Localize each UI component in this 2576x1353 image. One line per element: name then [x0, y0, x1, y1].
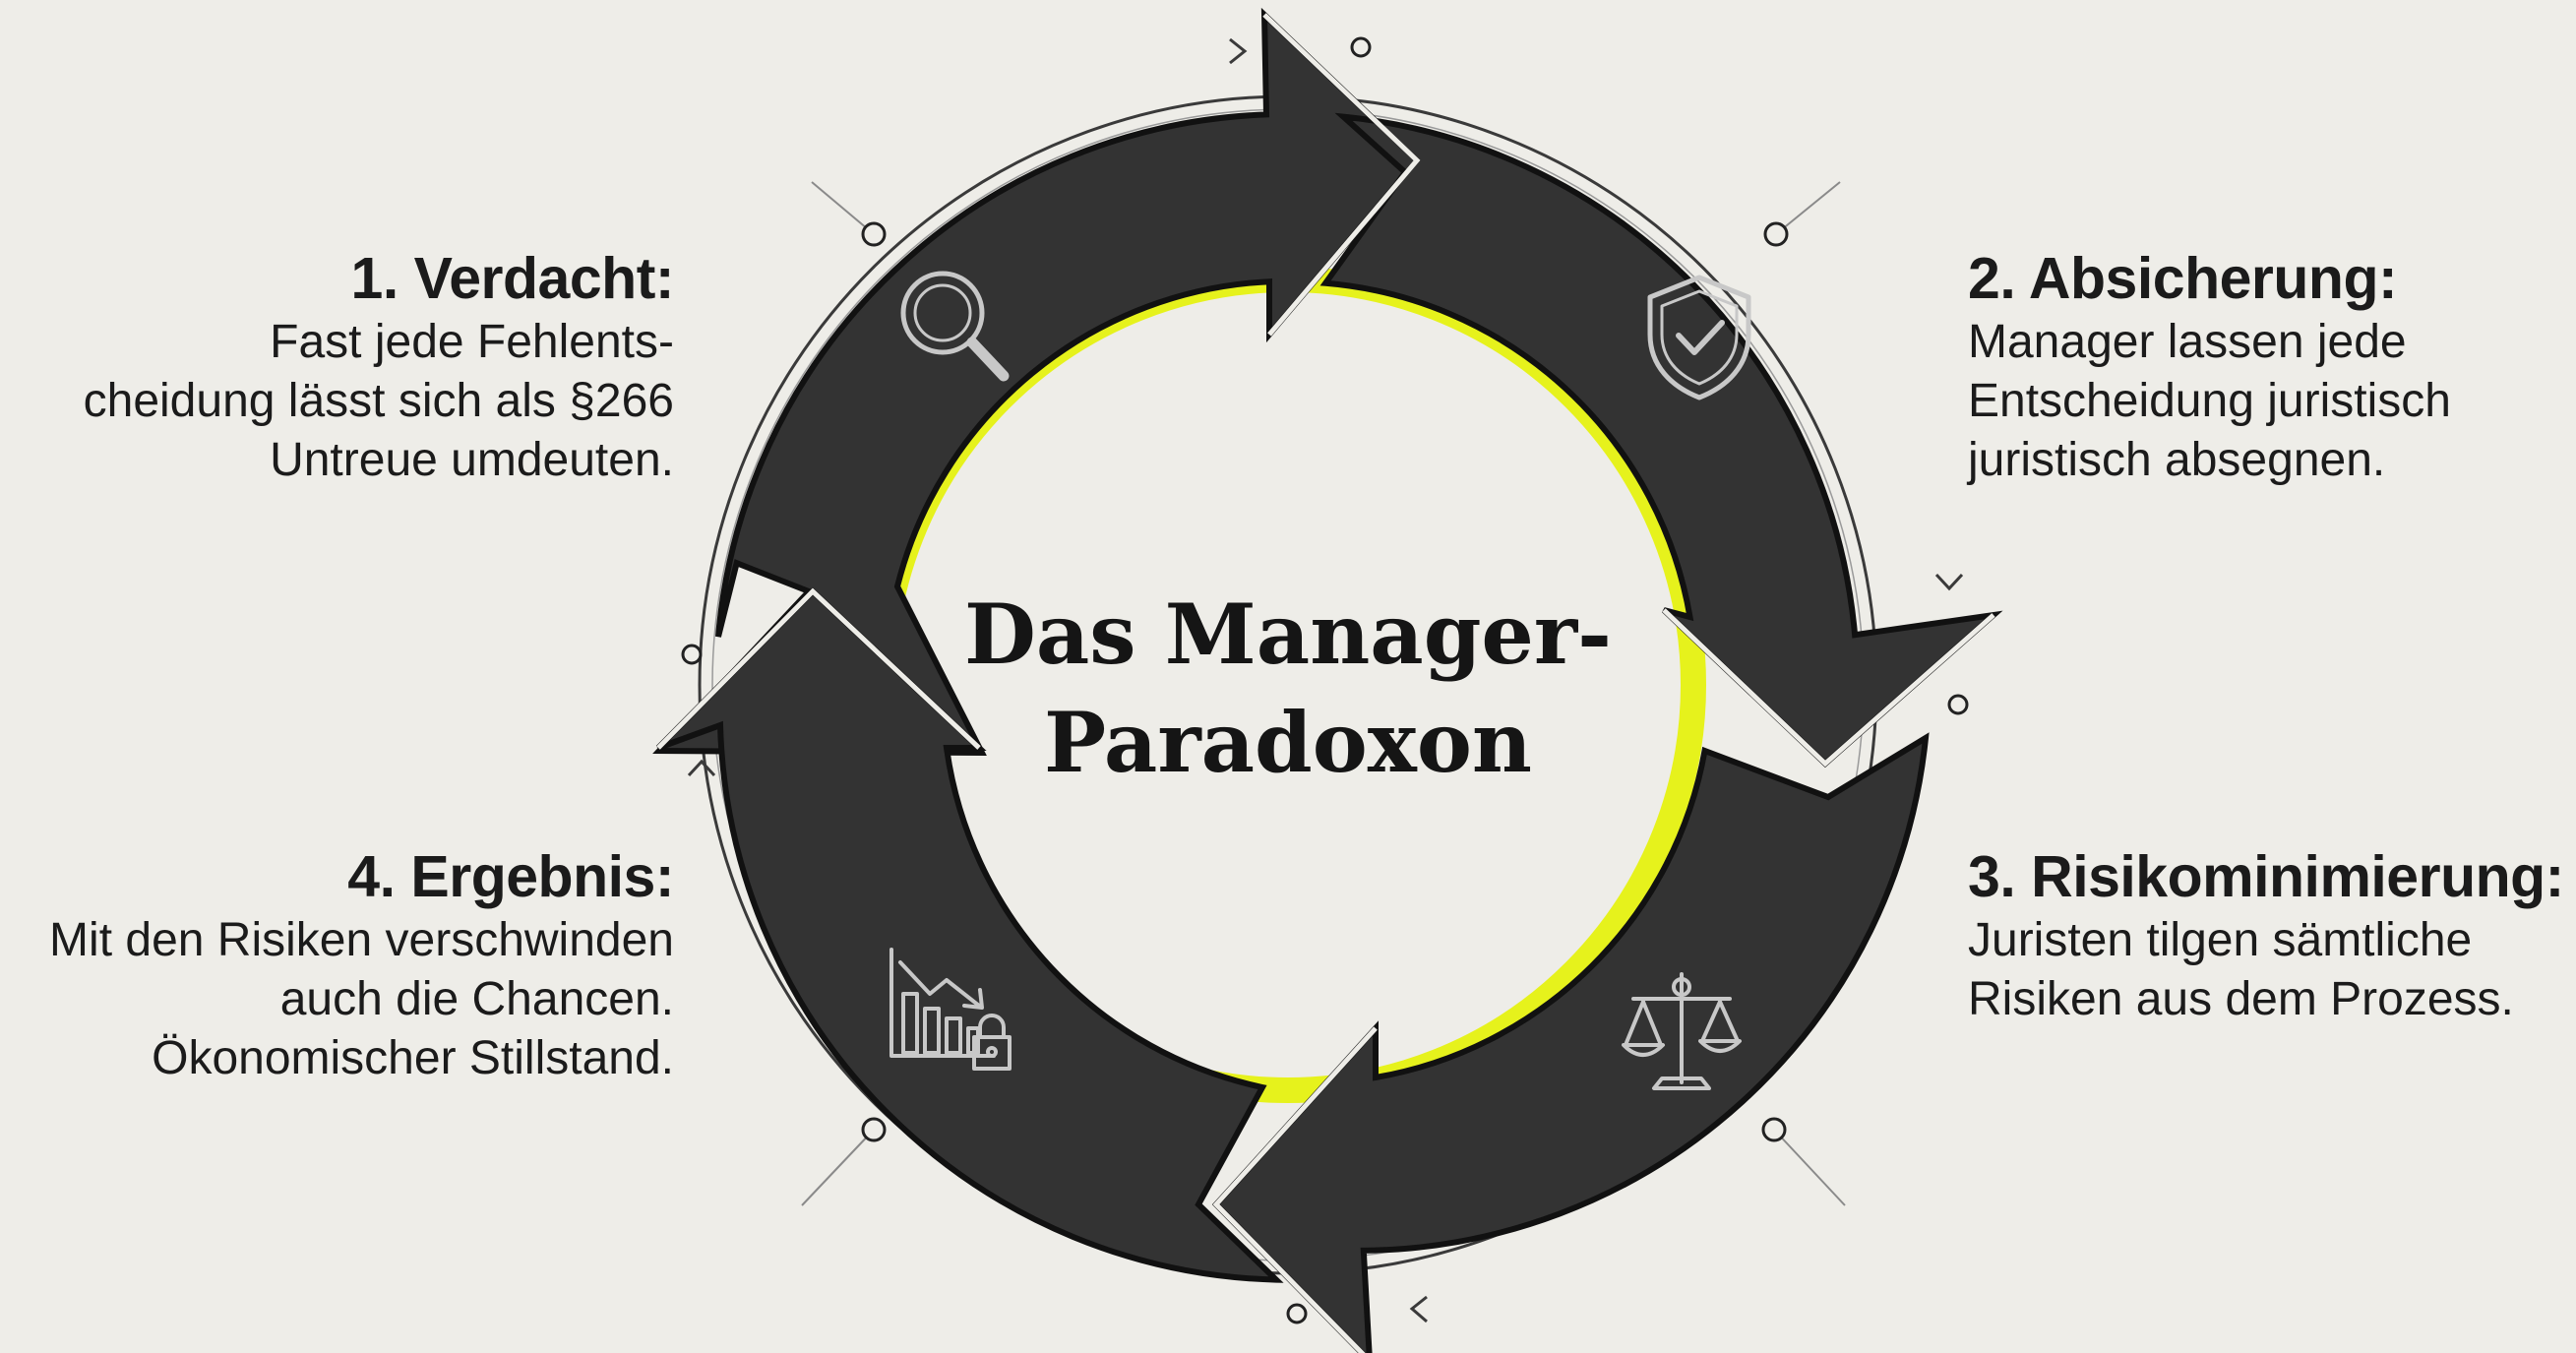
step-1-heading: 1. Verdacht: — [350, 246, 675, 311]
step-2-absicherung: 2. Absicherung: Manager lassen jede Ents… — [1968, 244, 2451, 490]
cycle-arrow-3 — [1211, 732, 1930, 1353]
diagram-title-line-1: Das Manager- — [963, 585, 1612, 683]
step-4-line-2: auch die Chancen. — [279, 973, 674, 1025]
cycle-arrow-2 — [1319, 112, 2003, 769]
guide-markers — [681, 36, 1969, 1324]
scales-icon — [1622, 972, 1742, 1090]
step-3-line-1: Juristen tilgen sämtliche — [1968, 914, 2473, 966]
cycle-arrows — [652, 7, 2003, 1353]
cycle-arrow-4 — [655, 586, 1284, 1283]
shield-check-icon — [1647, 275, 1751, 400]
step-1-line-2: cheidung lässt sich als §266 — [83, 375, 674, 427]
step-3-heading: 3. Risikominimierung: — [1968, 844, 2564, 909]
diagram-title: Das Manager- Paradoxon — [894, 581, 1682, 797]
guide-arrowheads — [687, 37, 1964, 1323]
step-2-line-2: Entscheidung juristisch — [1968, 375, 2451, 427]
step-2-line-3: juristisch absegnen. — [1968, 434, 2386, 486]
diagram-title-line-2: Paradoxon — [1044, 694, 1532, 791]
step-1-line-1: Fast jede Fehlents- — [270, 316, 674, 368]
magnifier-icon — [900, 271, 1010, 382]
step-4-ergebnis: 4. Ergebnis: Mit den Risiken verschwinde… — [49, 842, 674, 1088]
step-2-heading: 2. Absicherung: — [1968, 246, 2398, 311]
step-4-line-3: Ökonomischer Stillstand. — [152, 1032, 674, 1084]
step-4-line-1: Mit den Risiken verschwinden — [49, 914, 674, 966]
cycle-arrow-1 — [652, 7, 1422, 757]
step-4-heading: 4. Ergebnis: — [347, 844, 674, 909]
step-3-risikominimierung: 3. Risikominimierung: Juristen tilgen sä… — [1968, 842, 2564, 1029]
step-1-line-3: Untreue umdeuten. — [270, 434, 674, 486]
declining-chart-lock-icon — [889, 948, 1012, 1071]
step-1-verdacht: 1. Verdacht: Fast jede Fehlents- cheidun… — [83, 244, 675, 490]
arrow-seams — [656, 13, 1995, 1353]
step-2-line-1: Manager lassen jede — [1968, 316, 2407, 368]
step-3-line-2: Risiken aus dem Prozess. — [1968, 973, 2514, 1025]
